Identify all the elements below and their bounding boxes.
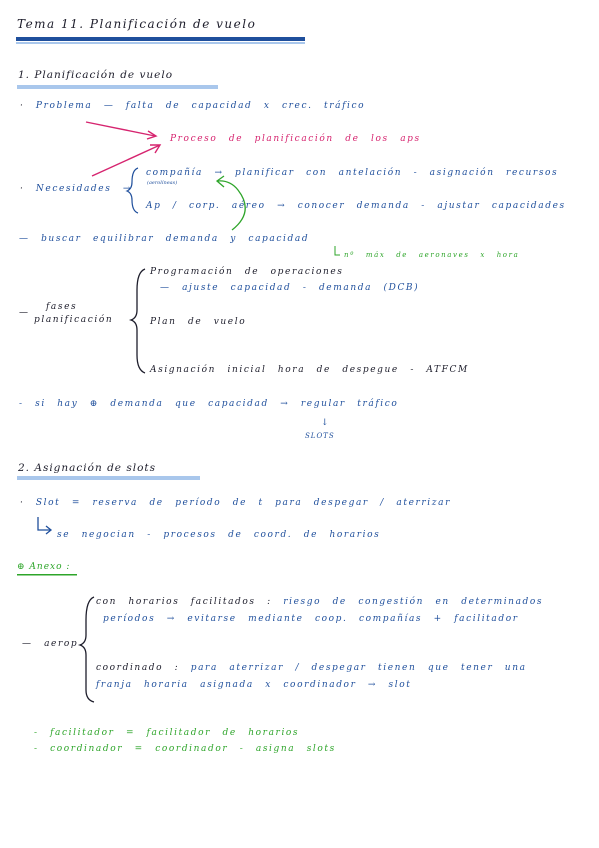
slots-arrow: ↓	[321, 418, 329, 428]
proceso-text: Proceso de planificación de los aps	[170, 134, 421, 144]
fase-ajuste: ajuste capacidad - demanda (DCB)	[182, 283, 420, 293]
problema-label: Problema	[35, 101, 93, 111]
coordinado-line-1: coordinado : para aterrizar / despegar t…	[96, 664, 527, 673]
ap-label: Ap / corp. aéreo	[146, 201, 266, 211]
fases-dash: —	[19, 308, 28, 318]
title-underline-thick	[16, 37, 305, 41]
aerop-label: aerop	[44, 639, 79, 649]
anexo-underline	[17, 574, 77, 576]
anexo-label: ⊕ Anexo :	[17, 562, 71, 572]
pink-arrow-top	[85, 121, 156, 137]
slots-label: SLOTS	[305, 432, 335, 440]
negocian-text: se negocian - procesos de coord. de hora…	[57, 530, 381, 540]
fase-plan-vuelo: Plan de vuelo	[150, 317, 247, 327]
slot-def: Slot = reserva de período de t para desp…	[35, 498, 451, 508]
fase-asignacion: Asignación inicial hora de despegue - AT…	[150, 365, 469, 375]
section1-heading: 1. Planificación de vuelo	[18, 69, 174, 81]
aerop-brace	[77, 596, 95, 703]
facilitados-text-1: riesgo de congestión en determinados	[283, 597, 544, 607]
section2-underline	[17, 476, 200, 480]
fase-programacion: Programación de operaciones	[150, 267, 344, 277]
necesidades-label: Necesidades	[35, 184, 112, 194]
title-underline-light	[16, 42, 305, 44]
equilibrar-text: buscar equilibrar demanda y capacidad	[41, 234, 310, 244]
fases-label-2: planificación	[34, 315, 114, 325]
coordinador-def: coordinador = coordinador - asigna slots	[50, 744, 336, 754]
page-title: Tema 11. Planificación de vuelo	[17, 17, 257, 31]
ap-text: conocer demanda - ajustar capacidades	[297, 201, 566, 211]
facilitados-line-1: con horarios facilitados : riesgo de con…	[96, 598, 543, 607]
coordinado-text-1: para aterrizar / despegar tienen que ten…	[190, 663, 527, 673]
fase-ajuste-line: — ajuste capacidad - demanda (DCB)	[160, 283, 420, 293]
aerop-line: — aerop	[22, 639, 79, 649]
max-aeronaves: nº máx de aeronaves x hora	[344, 251, 520, 259]
slot-hook-arrow	[37, 517, 50, 531]
exceso-text: si hay ⊕ demanda que capacidad → regular…	[35, 399, 399, 409]
facilitados-title: con horarios facilitados :	[96, 597, 272, 607]
compania-sub: (aerolíneas)	[147, 180, 178, 186]
problema-line: · Problema — falta de capacidad x crec. …	[20, 101, 366, 111]
section2-heading: 2. Asignación de slots	[18, 462, 157, 474]
necesidades-label-line: · Necesidades →	[20, 184, 133, 194]
compania-label: compañía	[146, 168, 203, 178]
facilitador-def-line: - facilitador = facilitador de horarios	[34, 728, 300, 738]
green-hook	[334, 246, 340, 256]
compania-line: compañía → planificar con antelación - a…	[146, 168, 559, 178]
exceso-line: - si hay ⊕ demanda que capacidad → regul…	[19, 399, 399, 409]
section1-underline	[17, 85, 218, 89]
facilitador-def: facilitador = facilitador de horarios	[50, 728, 300, 738]
coordinador-def-line: - coordinador = coordinador - asigna slo…	[34, 744, 336, 754]
problema-text: falta de capacidad x crec. tráfico	[125, 101, 366, 111]
compania-text: planificar con antelación - asignación r…	[235, 168, 559, 178]
coordinado-line-2: franja horaria asignada x coordinador → …	[96, 680, 412, 690]
facilitados-line-2: períodos → evitarse mediante coop. compa…	[103, 614, 519, 624]
fases-label-1: fases	[46, 302, 78, 312]
coordinado-title: coordinado :	[96, 663, 180, 673]
equilibrar-line: — buscar equilibrar demanda y capacidad	[19, 234, 310, 244]
fases-brace	[128, 268, 146, 374]
slot-def-line: · Slot = reserva de período de t para de…	[20, 498, 451, 508]
ap-line: Ap / corp. aéreo → conocer demanda - aju…	[146, 201, 566, 211]
